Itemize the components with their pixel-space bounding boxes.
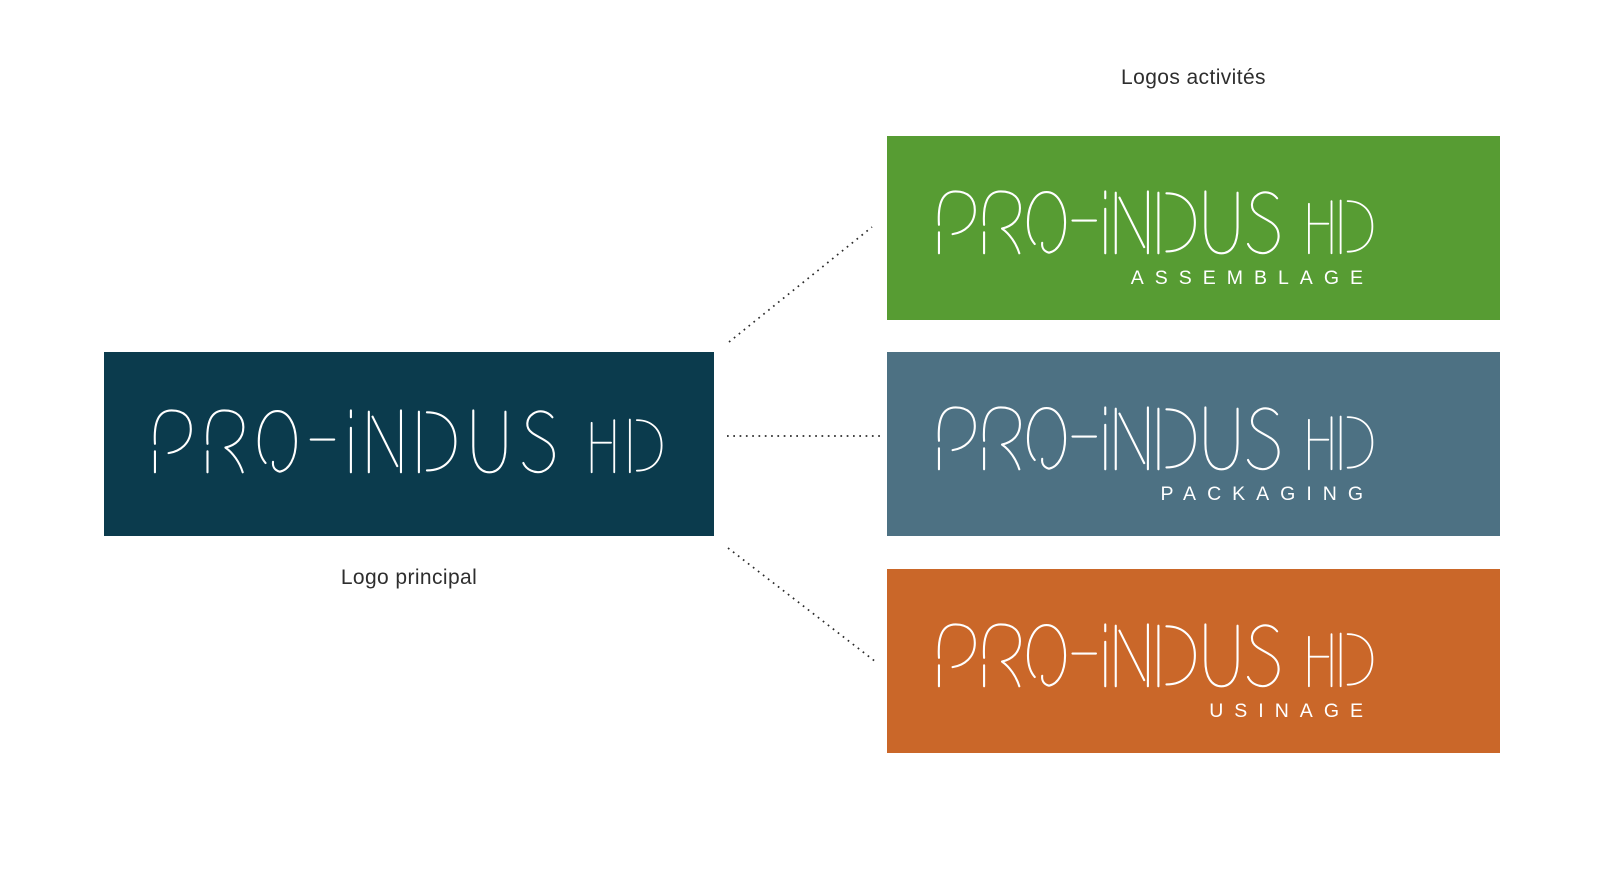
- activities-label: Logos activités: [1121, 66, 1266, 89]
- pro-indus-hd-usinage-logo: [934, 622, 1376, 695]
- activity-card-packaging: PACKAGING: [887, 352, 1500, 536]
- principal-label: Logo principal: [340, 566, 478, 589]
- activity-subtitle-packaging: PACKAGING: [1160, 483, 1374, 505]
- pro-indus-hd-packaging-logo: [934, 405, 1376, 478]
- main-logo-card: [104, 352, 714, 536]
- activity-card-usinage: USINAGE: [887, 569, 1500, 753]
- activity-subtitle-usinage: USINAGE: [1209, 700, 1374, 722]
- pro-indus-hd-main-logo: [150, 408, 666, 481]
- activity-card-assemblage: ASSEMBLAGE: [887, 136, 1500, 320]
- activity-subtitle-assemblage: ASSEMBLAGE: [1130, 267, 1374, 289]
- pro-indus-hd-assemblage-logo: [934, 189, 1376, 262]
- connector-line-1: [728, 226, 873, 343]
- connector-line-3: [727, 547, 877, 663]
